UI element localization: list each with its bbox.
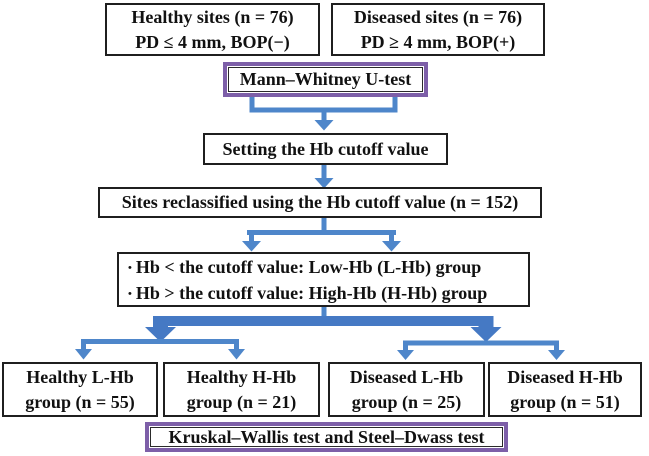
setting-cutoff-label: Setting the Hb cutoff value bbox=[222, 138, 429, 159]
down-arrowhead-icon bbox=[75, 349, 92, 360]
thick-down-arrowhead-icon bbox=[470, 327, 502, 342]
final-test-box: Kruskal–Wallis test and Steel–Dwass test bbox=[145, 422, 508, 452]
mann-whitney-box: Mann–Whitney U-test bbox=[223, 62, 428, 97]
down-arrowhead-icon bbox=[548, 350, 565, 360]
down-arrowhead-icon bbox=[314, 120, 334, 131]
cutoff-rule-high-text: Hb > the cutoff value: High-Hb (H-Hb) gr… bbox=[135, 282, 488, 303]
group-line2: group (n = 21) bbox=[186, 391, 297, 412]
healthy-sites-line2: PD ≤ 4 mm, BOP(−) bbox=[135, 31, 290, 52]
cutoff-rule-low-text: Hb < the cutoff value: Low-Hb (L-Hb) gro… bbox=[135, 256, 482, 277]
thick-arrow-stem bbox=[153, 316, 168, 328]
cutoff-rule-high: • Hb > the cutoff value: High-Hb (H-Hb) … bbox=[128, 280, 487, 306]
merge-bracket-line bbox=[249, 97, 398, 121]
healthy-sites-line1: Healthy sites (n = 76) bbox=[131, 6, 294, 27]
thick-down-arrowhead-icon bbox=[145, 327, 176, 342]
diseased-sites-box: Diseased sites (n = 76) PD ≥ 4 mm, BOP(+… bbox=[331, 3, 545, 56]
diseased-sites-line2: PD ≥ 4 mm, BOP(+) bbox=[360, 31, 516, 52]
down-arrowhead-icon bbox=[397, 350, 414, 360]
diseased-sites-line1: Diseased sites (n = 76) bbox=[353, 6, 523, 27]
down-arrowhead-icon bbox=[242, 241, 261, 252]
group-line1: Healthy H-Hb bbox=[186, 366, 297, 387]
split-bracket-line bbox=[247, 217, 396, 242]
group-box-diseased-hhb: Diseased H-Hb group (n = 51) bbox=[488, 362, 642, 417]
left-bracket-line bbox=[81, 339, 239, 350]
reclassified-label: Sites reclassified using the Hb cutoff v… bbox=[121, 192, 519, 212]
group-box-diseased-lhb: Diseased L-Hb group (n = 25) bbox=[328, 362, 485, 417]
group-line2: group (n = 25) bbox=[351, 391, 462, 412]
bullet-icon: • bbox=[128, 261, 132, 274]
group-box-healthy-hhb: Healthy H-Hb group (n = 21) bbox=[163, 362, 320, 417]
down-arrowhead-icon bbox=[314, 178, 334, 189]
final-test-label: Kruskal–Wallis test and Steel–Dwass test bbox=[150, 427, 503, 447]
setting-cutoff-box: Setting the Hb cutoff value bbox=[203, 133, 448, 165]
cutoff-rule-low: • Hb < the cutoff value: Low-Hb (L-Hb) g… bbox=[128, 254, 481, 280]
healthy-sites-box: Healthy sites (n = 76) PD ≤ 4 mm, BOP(−) bbox=[105, 3, 320, 56]
group-line2: group (n = 55) bbox=[25, 391, 135, 412]
group-line1: Diseased L-Hb bbox=[349, 366, 464, 387]
group-line1: Diseased H-Hb bbox=[507, 366, 623, 387]
reclassified-box: Sites reclassified using the Hb cutoff v… bbox=[98, 187, 542, 218]
thick-arrow-stem bbox=[478, 316, 494, 328]
down-arrowhead-icon bbox=[228, 349, 245, 360]
right-bracket-line bbox=[403, 340, 559, 351]
group-line2: group (n = 51) bbox=[510, 391, 620, 412]
bullet-icon: • bbox=[128, 287, 132, 300]
group-line1: Healthy L-Hb bbox=[26, 366, 134, 387]
mann-whitney-label: Mann–Whitney U-test bbox=[228, 67, 423, 92]
cutoff-rules-box: • Hb < the cutoff value: Low-Hb (L-Hb) g… bbox=[117, 252, 530, 307]
group-box-healthy-lhb: Healthy L-Hb group (n = 55) bbox=[2, 362, 158, 417]
down-arrowhead-icon bbox=[382, 241, 401, 252]
thick-split-bar bbox=[153, 316, 494, 326]
